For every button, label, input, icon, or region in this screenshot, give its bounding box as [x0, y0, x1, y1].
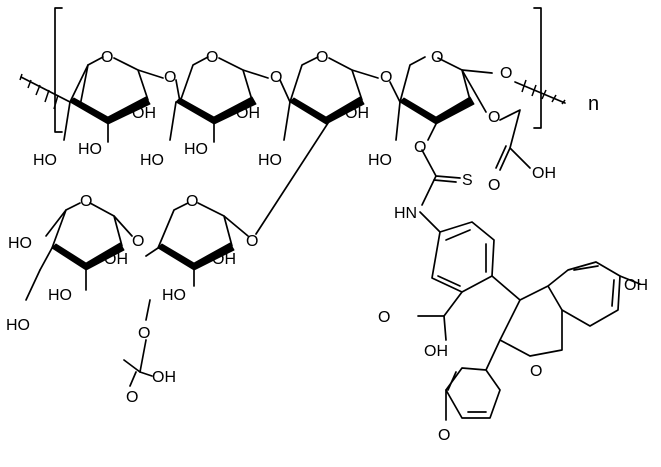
carboxymethyl-group	[495, 109, 531, 171]
glucose-ring-4	[389, 56, 493, 141]
glucose-ring-2	[169, 56, 269, 143]
amine-label: HN	[394, 205, 417, 222]
hydroxyl-label: HO	[184, 141, 208, 158]
ether-oxygen: O	[488, 109, 500, 126]
hydroxyl-label: HO	[258, 152, 282, 169]
hydroxyl-label: HO	[140, 152, 164, 169]
quinone-oxygen: O	[438, 427, 450, 444]
carbonate-oxygen: O	[138, 325, 150, 342]
glycosidic-oxygen: O	[246, 233, 258, 250]
phenol-hydroxyl: OH	[624, 277, 648, 294]
thione-sulfur: S	[462, 172, 473, 189]
glucose-ring-3	[255, 56, 379, 235]
glucose-ring-6	[25, 202, 133, 301]
bridge-oxygen-2: O	[270, 69, 282, 86]
hydroxyl-label: HO	[8, 235, 32, 252]
hydroxyl-label: OH	[132, 105, 156, 122]
xanthene-core	[445, 261, 641, 421]
thiocarbamate-linker	[421, 149, 461, 206]
repeat-bracket-right	[533, 7, 542, 129]
hydroxyl-label: HO	[368, 152, 392, 169]
bridge-oxygen-4: O	[500, 65, 512, 82]
hydroxyl-label: OH	[532, 165, 556, 182]
hydroxyl-label: OH	[236, 105, 260, 122]
ring-oxygen-4: O	[431, 49, 443, 66]
ester-oxygen: O	[414, 139, 426, 156]
carbonyl-oxygen: O	[488, 177, 500, 194]
hydroxyl-label: HO	[162, 287, 186, 304]
carbonyl-oxygen: O	[378, 309, 390, 326]
glucose-ring-5	[123, 202, 249, 387]
glucose-ring-1	[63, 56, 164, 143]
repeat-index: n	[588, 93, 599, 115]
hydroxyl-label: HO	[33, 152, 57, 169]
ring-oxygen-5: O	[186, 193, 198, 210]
hashed-bond-left	[19, 73, 71, 110]
carbonyl-oxygen: O	[126, 389, 138, 406]
ring-oxygen-1: O	[101, 49, 113, 66]
hydroxyl-label: OH	[424, 343, 448, 360]
hydroxyl-label: OH	[212, 251, 236, 268]
repeat-bracket-left	[54, 7, 63, 133]
ring-oxygen-2: O	[206, 49, 218, 66]
xanthene-oxygen: O	[530, 363, 542, 380]
hydroxyl-label: HO	[78, 141, 102, 158]
hydroxyl-label: OH	[152, 369, 176, 386]
bridge-oxygen-1: O	[164, 69, 176, 86]
aryl-ring	[417, 211, 521, 341]
hydroxyl-label: HO	[48, 287, 72, 304]
hydroxyl-label: OH	[104, 251, 128, 268]
hydroxyl-label: HO	[6, 317, 30, 334]
hydroxyl-label: OH	[345, 105, 369, 122]
ring-oxygen-3: O	[316, 49, 328, 66]
glycosidic-oxygen: O	[132, 233, 144, 250]
hashed-bond-right	[514, 79, 566, 105]
ring-oxygen-6: O	[80, 193, 92, 210]
